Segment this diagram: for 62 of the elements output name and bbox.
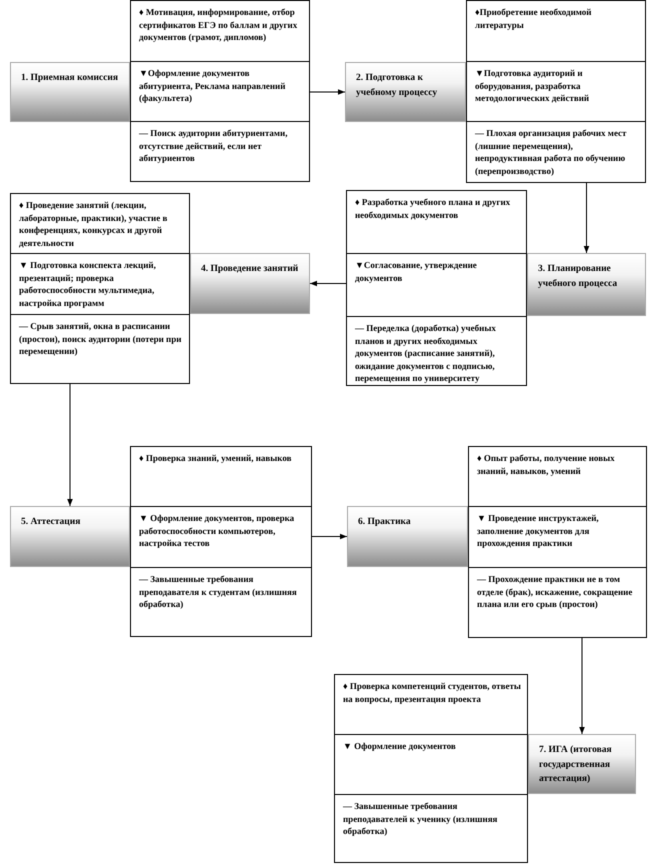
cell-text: ♦ Разработка учебного плана и других необходимых документов xyxy=(355,197,510,220)
cell-text: ▼Оформление документов абитуриента, Реклама направлений (факультета) xyxy=(139,68,286,104)
cell-text: — Завышенные требования преподавателей к ученику (излишняя обработка) xyxy=(343,801,498,836)
stage-title: 5. Аттестация xyxy=(21,517,80,527)
cell-text: — Плохая организация рабочих мест (лишние перемещения), непродуктивная работа по обучению (перепроизводство) xyxy=(475,128,626,176)
description-cell xyxy=(466,121,646,183)
cell-text: ▼ Оформление документов xyxy=(343,741,456,751)
stage-box xyxy=(345,62,466,122)
arrow xyxy=(584,182,590,254)
cell-text: ▼ Оформление документов, проверка работоспособности компьютеров, настройка тестов xyxy=(139,513,294,548)
cell-text: ▼ Проведение инструктажей, заполнение документов для прохождения практики xyxy=(477,513,599,548)
stage-box xyxy=(528,734,636,794)
cell-text: ▼Согласование, утверждение документов xyxy=(355,260,477,283)
stage-box xyxy=(190,253,310,314)
stage-title: 4. Проведение занятий xyxy=(201,264,298,274)
arrow xyxy=(310,89,346,95)
stage-box xyxy=(527,253,646,316)
arrow xyxy=(579,638,585,734)
stage-box xyxy=(347,506,468,567)
arrow xyxy=(310,280,346,286)
cell-text: — Поиск аудитории абитуриентами, отсутствие действий, если нет абитуриентов xyxy=(139,128,288,164)
cell-text: ♦ Проверка знаний, умений, навыков xyxy=(139,453,292,463)
cell-text: ♦Приобретение необходимой литературы xyxy=(475,7,592,30)
description-cell xyxy=(10,253,190,315)
description-cell xyxy=(468,446,647,507)
stage-title: 6. Практика xyxy=(358,517,411,527)
cell-text: — Переделка (доработка) учебных планов и других необходимых документов (расписание занятий), ожидание документов с подписью, перемещения по университету xyxy=(355,323,496,384)
stage-box xyxy=(10,62,130,122)
description-cell xyxy=(334,734,528,795)
description-cell xyxy=(468,567,647,638)
description-cell xyxy=(130,61,310,122)
cell-text: ♦ Мотивация, информирование, отбор сертификатов ЕГЭ по баллам и других документов (грамот, дипломов) xyxy=(139,7,298,42)
stage-box xyxy=(10,506,130,567)
description-cell xyxy=(346,190,527,254)
arrow xyxy=(312,534,348,540)
description-cell xyxy=(346,316,527,386)
cell-text: ♦ Проведение занятий (лекции, лабораторные, практики), участие в конференциях, конкурсах и другой деятельности xyxy=(19,200,168,248)
description-cell xyxy=(10,314,190,384)
description-cell xyxy=(334,674,528,735)
arrow xyxy=(67,384,73,506)
stage-title: 1. Приемная комиссия xyxy=(21,73,118,83)
description-cell xyxy=(130,446,312,507)
description-cell xyxy=(334,794,528,863)
cell-text: ♦ Опыт работы, получение новых знаний, навыков, умений xyxy=(477,453,615,476)
description-cell xyxy=(346,253,527,317)
cell-text: ▼ Подготовка конспекта лекций, презентаций; проверка работоспособности мультимедиа, настройка программ xyxy=(19,260,156,308)
stage-title: 2. Подготовка к учебному процессу xyxy=(356,73,438,98)
description-cell xyxy=(10,193,190,254)
description-cell xyxy=(130,567,312,637)
description-cell xyxy=(466,61,646,122)
description-cell xyxy=(130,121,310,182)
cell-text: ▼Подготовка аудиторий и оборудования, разработка методологических действий xyxy=(475,68,590,104)
stage-title: 7. ИГА (итоговая государственная аттестация) xyxy=(539,745,612,784)
description-cell xyxy=(130,0,310,62)
description-cell xyxy=(466,0,646,62)
cell-text: ♦ Проверка компетенций студентов, ответы на вопросы, презентация проекта xyxy=(343,681,521,704)
cell-text: — Завышенные требования преподавателя к студентам (излишняя обработка) xyxy=(139,574,297,610)
stage-title: 3. Планирование учебного процесса xyxy=(538,264,618,289)
cell-text: — Прохождение практики не в том отделе (брак), искажение, сокращение плана или его срыв (простои) xyxy=(477,574,632,610)
description-cell xyxy=(468,506,647,568)
description-cell xyxy=(130,506,312,568)
cell-text: — Срыв занятий, окна в расписании (простои), поиск аудитории (потери при перемещении) xyxy=(19,321,182,356)
